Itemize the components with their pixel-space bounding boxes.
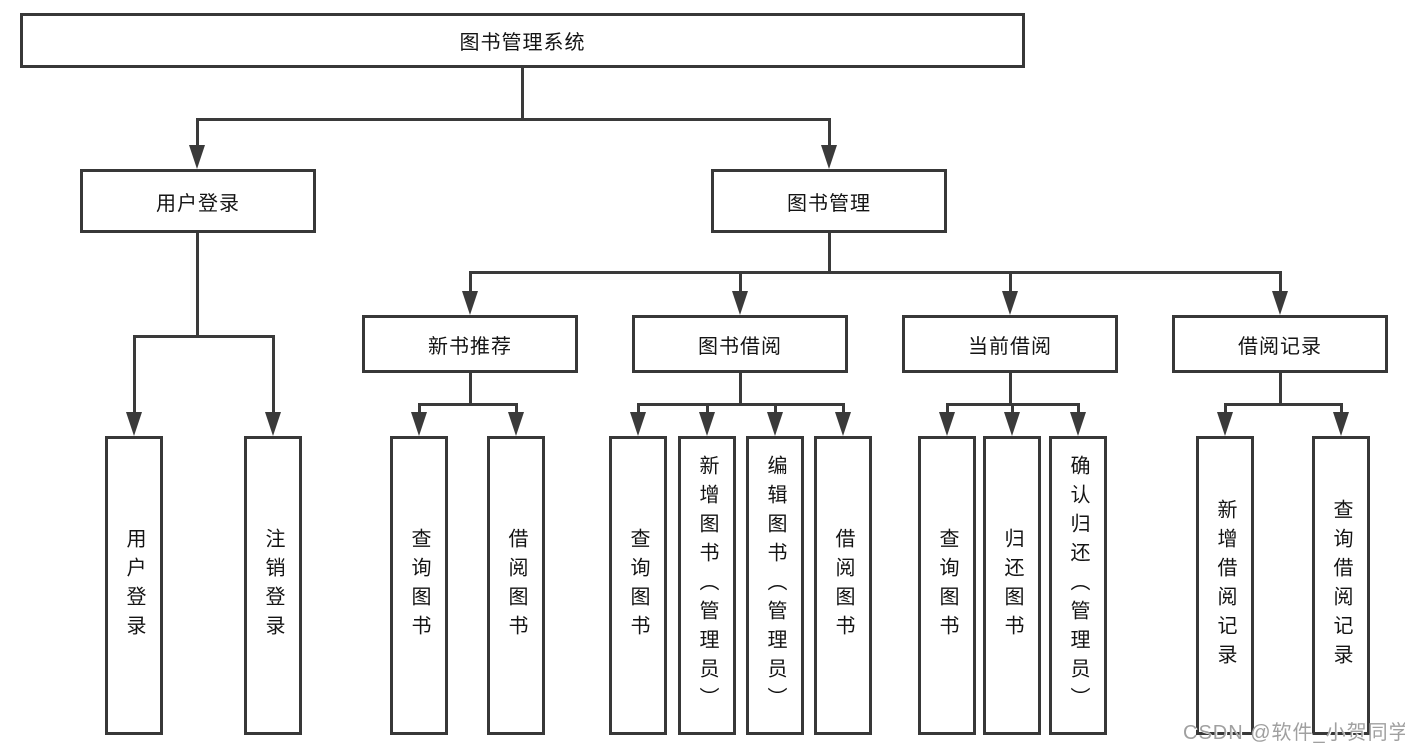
- connector-line: [521, 68, 524, 120]
- leaf-user-login: 用户登录: [105, 436, 163, 735]
- arrow-down-icon: [821, 145, 837, 169]
- node-user-login: 用户登录: [80, 169, 316, 233]
- connector-line: [133, 335, 136, 415]
- leaf-edit-books-admin: 编辑图书（管理员）: [746, 436, 804, 735]
- arrow-down-icon: [1333, 412, 1349, 436]
- leaf-confirm-return-admin: 确认归还（管理员）: [1049, 436, 1107, 735]
- leaf-borrow-books: 借阅图书: [487, 436, 545, 735]
- connector-line: [418, 403, 421, 415]
- node-label: 图书管理系统: [459, 32, 586, 54]
- node-label: 借阅记录: [1238, 335, 1322, 358]
- connector-line: [515, 403, 518, 415]
- leaf-borrow-books: 借阅图书: [814, 436, 872, 735]
- connector-line: [739, 373, 742, 405]
- csdn-watermark: CSDN @软件_小贺同学: [1183, 722, 1405, 744]
- node-label: 当前借阅: [968, 335, 1052, 358]
- connector-line: [196, 233, 199, 337]
- arrow-down-icon: [835, 412, 851, 436]
- leaf-query-books: 查询图书: [390, 436, 448, 735]
- connector-line: [469, 373, 472, 405]
- connector-line: [469, 271, 472, 294]
- node-book-management: 图书管理: [711, 169, 947, 233]
- connector-line: [637, 403, 640, 415]
- connector-line: [272, 335, 275, 415]
- connector-line: [469, 271, 1282, 274]
- node-current-borrow: 当前借阅: [902, 315, 1118, 373]
- connector-line: [1340, 403, 1343, 415]
- leaf-return-books: 归还图书: [983, 436, 1041, 735]
- connector-line: [1224, 403, 1227, 415]
- arrow-down-icon: [189, 145, 205, 169]
- arrow-down-icon: [508, 412, 524, 436]
- connector-line: [1224, 403, 1343, 406]
- arrow-down-icon: [767, 412, 783, 436]
- arrow-down-icon: [265, 412, 281, 436]
- leaf-logout: 注销登录: [244, 436, 302, 735]
- leaf-query-borrow-record: 查询借阅记录: [1312, 436, 1370, 735]
- connector-line: [1009, 271, 1012, 294]
- arrow-down-icon: [411, 412, 427, 436]
- leaf-add-books-admin: 新增图书（管理员）: [678, 436, 736, 735]
- node-book-borrow: 图书借阅: [632, 315, 848, 373]
- connector-line: [1279, 271, 1282, 294]
- node-label: 用户登录: [156, 192, 240, 215]
- node-label: 新书推荐: [428, 335, 512, 358]
- connector-line: [828, 118, 831, 148]
- node-borrow-records: 借阅记录: [1172, 315, 1388, 373]
- arrow-down-icon: [1004, 412, 1020, 436]
- connector-line: [828, 233, 831, 273]
- arrow-down-icon: [1002, 291, 1018, 315]
- arrow-down-icon: [732, 291, 748, 315]
- connector-line: [637, 403, 845, 406]
- connector-line: [706, 403, 709, 415]
- connector-line: [418, 403, 518, 406]
- arrow-down-icon: [1070, 412, 1086, 436]
- arrow-down-icon: [939, 412, 955, 436]
- node-label: 图书管理: [787, 192, 871, 215]
- connector-line: [774, 403, 777, 415]
- leaf-add-borrow-record: 新增借阅记录: [1196, 436, 1254, 735]
- connector-line: [196, 118, 831, 121]
- connector-line: [946, 403, 949, 415]
- connector-line: [1009, 373, 1012, 405]
- connector-line: [196, 118, 199, 148]
- arrow-down-icon: [126, 412, 142, 436]
- leaf-query-books: 查询图书: [918, 436, 976, 735]
- arrow-down-icon: [1272, 291, 1288, 315]
- connector-line: [1279, 373, 1282, 405]
- arrow-down-icon: [1217, 412, 1233, 436]
- arrow-down-icon: [630, 412, 646, 436]
- node-root-system: 图书管理系统: [20, 13, 1025, 68]
- arrow-down-icon: [462, 291, 478, 315]
- node-new-book-recommend: 新书推荐: [362, 315, 578, 373]
- node-label: 图书借阅: [698, 335, 782, 358]
- connector-line: [133, 335, 275, 338]
- connector-line: [739, 271, 742, 294]
- connector-line: [1011, 403, 1014, 415]
- connector-line: [842, 403, 845, 415]
- leaf-query-books: 查询图书: [609, 436, 667, 735]
- connector-line: [1077, 403, 1080, 415]
- arrow-down-icon: [699, 412, 715, 436]
